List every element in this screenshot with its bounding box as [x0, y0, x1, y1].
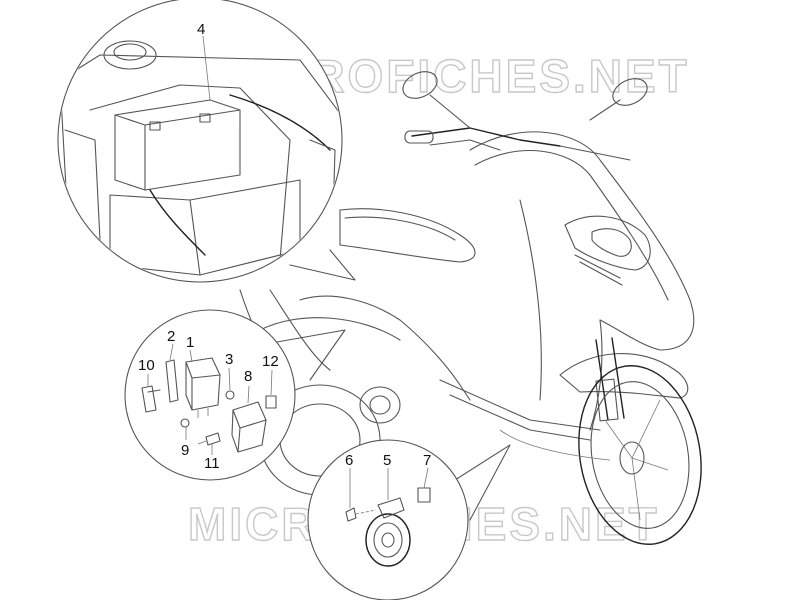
callout-11: 11 — [204, 455, 220, 472]
callout-12: 12 — [262, 353, 279, 370]
screw-3 — [225, 390, 235, 400]
screw-11 — [205, 432, 221, 446]
callout-3: 3 — [225, 351, 233, 368]
callout-8: 8 — [244, 368, 252, 385]
battery-compartment-detail — [57, 0, 356, 283]
bracket-2 — [165, 359, 179, 403]
bolt-6 — [345, 507, 357, 522]
relay-detail — [124, 309, 346, 481]
callout-5: 5 — [383, 452, 391, 469]
bracket-10 — [141, 385, 157, 413]
relay-8 — [231, 401, 267, 453]
callout-1: 1 — [186, 334, 194, 351]
callout-6: 6 — [345, 452, 353, 469]
callout-7: 7 — [423, 452, 431, 469]
relay-detail-circle — [124, 309, 296, 481]
horn-detail — [307, 439, 511, 600]
callout-9: 9 — [181, 442, 189, 459]
callout-10: 10 — [138, 357, 155, 374]
horn-detail-circle — [307, 439, 469, 600]
callout-labels: 4 1 2 3 8 12 10 9 11 6 5 7 — [138, 21, 431, 472]
relay-1 — [185, 357, 221, 411]
battery-detail-circle — [57, 0, 343, 283]
callout-4: 4 — [197, 21, 205, 38]
horn-5 — [365, 513, 411, 567]
screw-9 — [180, 418, 190, 428]
clip-12 — [265, 395, 277, 409]
callout-2: 2 — [167, 328, 175, 345]
